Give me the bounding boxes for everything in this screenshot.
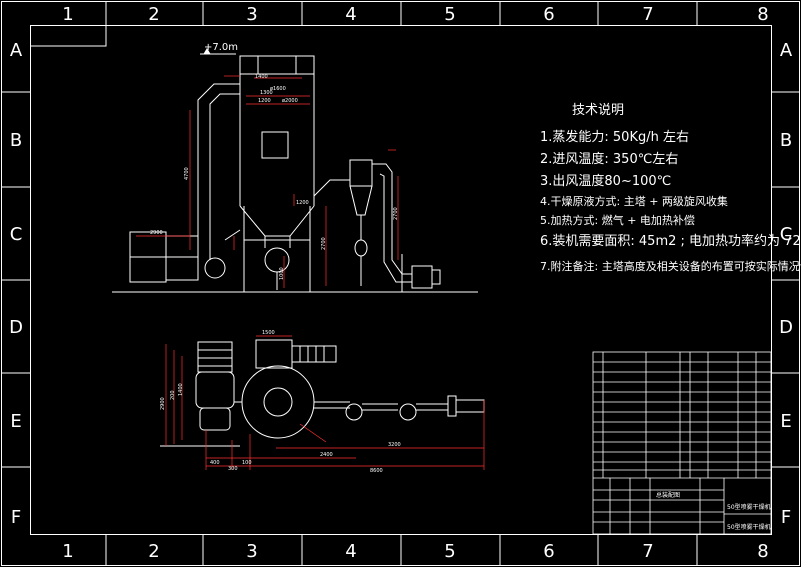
row-label: B <box>10 130 22 151</box>
plan-view <box>160 339 485 447</box>
note-line: 2.进风温度: 350℃左右 <box>540 151 678 167</box>
front-elevation-view <box>112 48 478 293</box>
row-label: A <box>10 40 23 61</box>
technical-notes: 技术说明 1.蒸发能力: 50Kg/h 左右 2.进风温度: 350℃左右 3.… <box>540 103 801 273</box>
dimension-label: 4700 <box>184 167 190 180</box>
dimension-label: 3200 <box>388 442 401 448</box>
notes-title: 技术说明 <box>572 103 624 118</box>
row-labels: A B C D E F A B C D E F <box>9 40 793 528</box>
dimension-label: 1200 <box>258 98 271 104</box>
note-line: 1.蒸发能力: 50Kg/h 左右 <box>540 129 689 145</box>
dimension-label: 8600 <box>370 468 383 474</box>
row-label: F <box>781 507 791 528</box>
note-line: 3.出风温度80~100℃ <box>540 173 671 189</box>
dimension-label: 200 <box>170 390 176 400</box>
dimension-label: 300 <box>228 466 238 472</box>
column-label: 2 <box>148 4 159 25</box>
column-label: 3 <box>246 4 257 25</box>
column-label: 6 <box>543 541 554 562</box>
column-label: 6 <box>543 4 554 25</box>
plan-dimension-labels: 1500 2900 2400 3200 8600 400 300 100 200… <box>160 330 401 474</box>
row-label: F <box>11 507 21 528</box>
dimension-label: 1400 <box>255 74 268 80</box>
dimension-label: 2700 <box>321 237 327 250</box>
row-label: B <box>780 130 792 151</box>
front-dimensions <box>136 75 399 288</box>
row-label: D <box>9 317 23 338</box>
column-label: 5 <box>444 541 455 562</box>
title-block-label: 总装配图 <box>656 491 680 499</box>
row-label: A <box>780 40 793 61</box>
column-label: 5 <box>444 4 455 25</box>
column-label: 8 <box>757 541 768 562</box>
column-label: 8 <box>757 4 768 25</box>
dimension-label: 1500 <box>262 330 275 336</box>
front-dimension-labels: 1400 1300 1200 ø1600 ø2000 4700 2700 120… <box>150 74 399 280</box>
row-label: C <box>780 224 793 245</box>
column-label: 1 <box>62 4 73 25</box>
column-label: 4 <box>345 4 356 25</box>
row-label: C <box>10 224 23 245</box>
column-label: 7 <box>642 541 653 562</box>
dimension-label: ø1600 <box>270 86 286 92</box>
note-line: 7.附注备注: 主塔高度及相关设备的布置可按实际情况调整 <box>540 259 801 273</box>
title-block <box>592 351 772 535</box>
row-label: E <box>780 411 791 432</box>
dimension-label: 2700 <box>393 207 399 220</box>
dimension-label: 1200 <box>296 200 309 206</box>
column-label: 1 <box>62 541 73 562</box>
column-label: 4 <box>345 541 356 562</box>
dimension-label: 1300 <box>260 90 273 96</box>
dimension-label: 2400 <box>320 452 333 458</box>
note-line: 5.加热方式: 燃气 + 电加热补偿 <box>540 213 695 227</box>
dimension-label: 1400 <box>178 383 184 396</box>
dimension-label: 400 <box>210 460 220 466</box>
dimension-label: 100 <box>242 460 252 466</box>
title-block-name: 50型喷雾干燥机 <box>727 503 771 511</box>
note-line: 6.装机需要面积: 45m2 ; 电加热功率约为 72KW. <box>540 233 801 249</box>
note-line: 4.干燥原液方式: 主塔 + 两级旋风收集 <box>540 194 728 208</box>
column-label: 7 <box>642 4 653 25</box>
row-label: D <box>779 317 793 338</box>
elevation-mark: +7.0m <box>204 42 238 53</box>
dimension-label: 2900 <box>160 397 166 410</box>
dimension-label: ø2000 <box>282 98 298 104</box>
dimension-label: 1000 <box>279 267 285 280</box>
plan-dimensions <box>165 335 485 470</box>
column-label: 2 <box>148 541 159 562</box>
dimension-label: 2900 <box>150 230 163 236</box>
title-block-name: 50型喷雾干燥机 <box>727 523 771 531</box>
column-labels: 1 2 3 4 5 6 7 8 1 2 3 4 5 6 7 8 <box>62 4 768 562</box>
column-label: 3 <box>246 541 257 562</box>
row-label: E <box>10 411 21 432</box>
